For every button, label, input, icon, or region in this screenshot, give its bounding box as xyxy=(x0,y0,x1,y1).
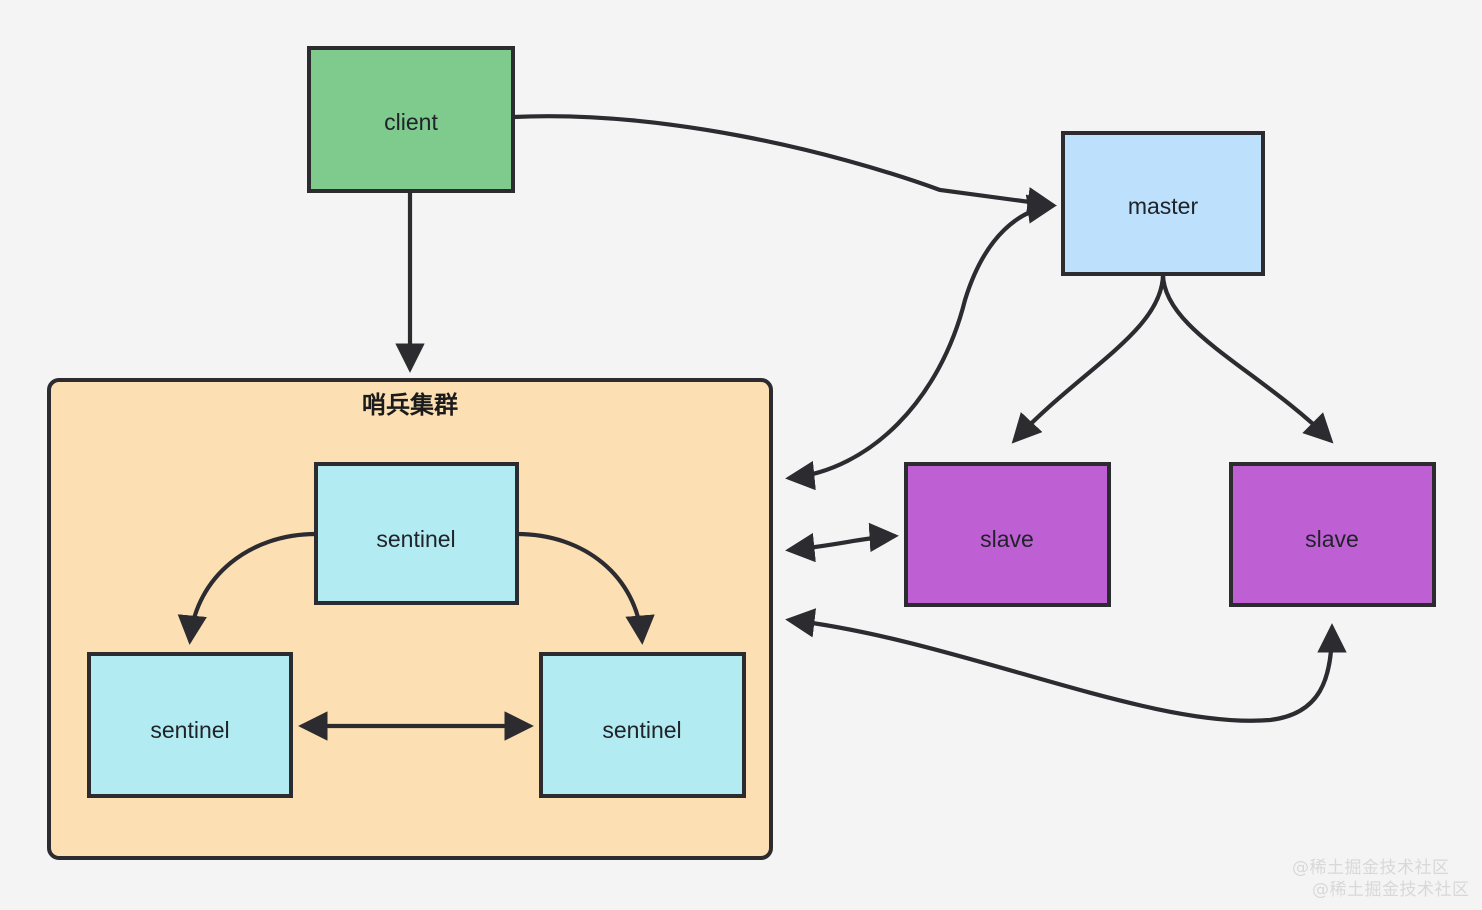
sentinel-bottom-left-box[interactable] xyxy=(87,652,293,798)
sentinel-top-box[interactable] xyxy=(314,462,519,605)
edge-sentinel-top-to-bottom-right xyxy=(514,531,655,645)
slave-left-box[interactable] xyxy=(904,462,1111,607)
node-client[interactable]: client xyxy=(307,46,515,193)
edge-client-to-master xyxy=(510,114,1057,217)
edge-cluster-master-monitor xyxy=(785,194,1057,491)
node-slave-left[interactable]: slave xyxy=(904,462,1111,607)
client-box[interactable] xyxy=(307,46,515,193)
edge-cluster-slave-left-monitor xyxy=(785,522,899,563)
node-slave-right[interactable]: slave xyxy=(1229,462,1436,607)
sentinel-bottom-right-box[interactable] xyxy=(539,652,746,798)
master-box[interactable] xyxy=(1061,131,1265,276)
node-sentinel-top[interactable]: sentinel xyxy=(314,462,519,605)
edges-layer xyxy=(177,114,1347,741)
edge-cluster-slave-right-monitor xyxy=(785,608,1347,723)
node-sentinel-bottom-left[interactable]: sentinel xyxy=(87,652,293,798)
slave-right-box[interactable] xyxy=(1229,462,1436,607)
edge-master-to-slave-right xyxy=(1160,271,1334,444)
edge-master-to-slave-left xyxy=(1011,271,1166,444)
edge-sentinel-top-to-bottom-left xyxy=(177,531,319,645)
node-sentinel-bottom-right[interactable]: sentinel xyxy=(539,652,746,798)
node-master[interactable]: master xyxy=(1061,131,1265,276)
